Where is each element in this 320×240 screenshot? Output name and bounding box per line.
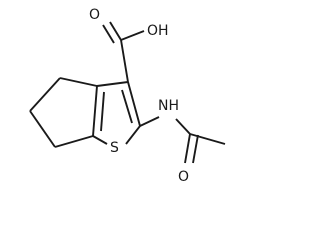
atom-label-amine: NH — [158, 98, 179, 114]
chemical-structure: O OH NH S O — [29, 7, 226, 185]
bond-c5-c6 — [29, 77, 61, 112]
bond-c7-c7a — [54, 135, 94, 148]
bond-c3-carboxyl — [120, 39, 129, 83]
bond-carboxyl-oh — [120, 30, 145, 41]
atom-label-amide-oxygen: O — [178, 169, 189, 185]
bond-c2-n — [139, 116, 160, 127]
atom-label-carbonyl-oxygen: O — [89, 7, 100, 23]
bond-carboxyl-o-double-2 — [102, 24, 115, 44]
atom-label-sulfur: S — [110, 140, 119, 156]
bond-c3a-c7a-inner — [100, 91, 105, 132]
bond-c2-s — [125, 125, 141, 145]
atom-label-hydroxyl: OH — [147, 23, 169, 39]
bond-n-carbonyl — [175, 118, 191, 135]
bond-c3-c2 — [127, 81, 141, 127]
bond-c4-c5 — [59, 77, 98, 87]
bond-s-c7a — [92, 135, 108, 145]
bond-c3-c2-inner — [121, 89, 133, 124]
bond-c3a-c3 — [96, 81, 129, 87]
bond-carbonyl-o-double — [184, 133, 191, 164]
bond-carbonyl-methyl — [189, 133, 226, 145]
bond-c6-c7 — [29, 110, 56, 148]
bond-carbonyl-o-double-2 — [192, 134, 199, 164]
bond-carboxyl-o-double — [109, 21, 122, 41]
bond-c3a-c7a — [92, 85, 98, 137]
